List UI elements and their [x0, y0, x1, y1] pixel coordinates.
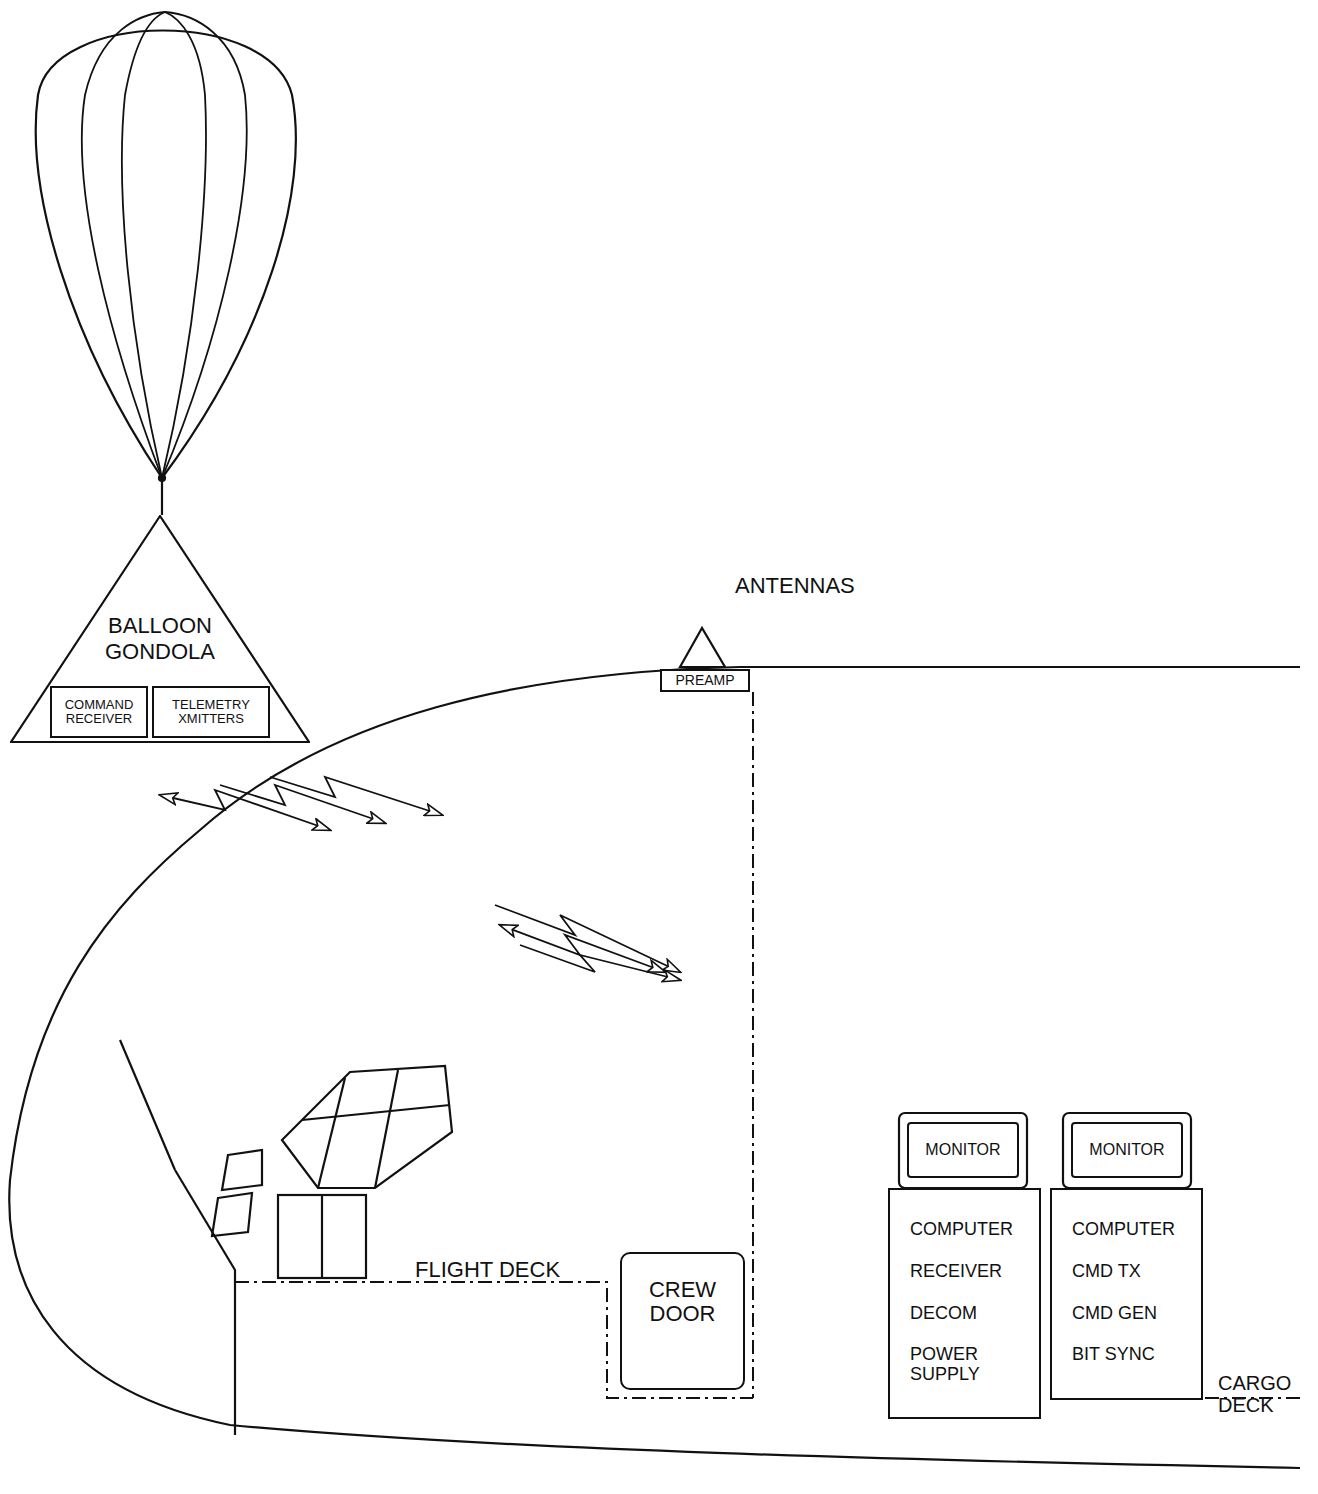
node-label: BALLOON GONDOLA: [70, 613, 250, 665]
equipment-rack: COMPUTER RECEIVER DECOM POWER SUPPLY: [888, 1188, 1041, 1419]
balloon-gondola: BALLOON GONDOLA COMMAND RECEIVER TELEMETRY…: [10, 515, 310, 743]
transmitter-box: TELEMETRY XMITTERS: [152, 686, 270, 738]
balloon: [36, 12, 296, 515]
aircraft-fuselage: [9, 628, 1300, 1468]
node-label: TELEMETRY XMITTERS: [157, 698, 265, 727]
receiver-box: COMMAND RECEIVER: [50, 686, 148, 738]
preamp-box: PREAMP: [660, 669, 750, 692]
rack-item: COMPUTER: [910, 1220, 1022, 1240]
rack-item: BIT SYNC: [1072, 1345, 1184, 1365]
node-label: MONITOR: [925, 1141, 1000, 1159]
radio-link: [160, 777, 680, 980]
rack-item: CMD TX: [1072, 1262, 1184, 1282]
monitor-screen: MONITOR: [907, 1122, 1019, 1178]
crew-door: CREW DOOR: [620, 1252, 745, 1390]
area-label: ANTENNAS: [735, 574, 855, 598]
area-label: FLIGHT DECK: [415, 1258, 560, 1282]
monitor-frame: [899, 1113, 1191, 1188]
equipment-rack: COMPUTER CMD TX CMD GEN BIT SYNC: [1050, 1188, 1203, 1400]
node-label: COMMAND RECEIVER: [55, 698, 143, 727]
rack-item: POWER SUPPLY: [910, 1345, 1022, 1385]
monitor-screen: MONITOR: [1071, 1122, 1183, 1178]
node-label: CREW DOOR: [638, 1278, 728, 1326]
rack-item: CMD GEN: [1072, 1304, 1184, 1324]
node-label: MONITOR: [1089, 1141, 1164, 1159]
node-label: PREAMP: [675, 673, 734, 688]
area-label: CARGO DECK: [1218, 1372, 1298, 1416]
rack-item: DECOM: [910, 1304, 1022, 1324]
rack-item: COMPUTER: [1072, 1220, 1184, 1240]
rack-item: RECEIVER: [910, 1262, 1022, 1282]
